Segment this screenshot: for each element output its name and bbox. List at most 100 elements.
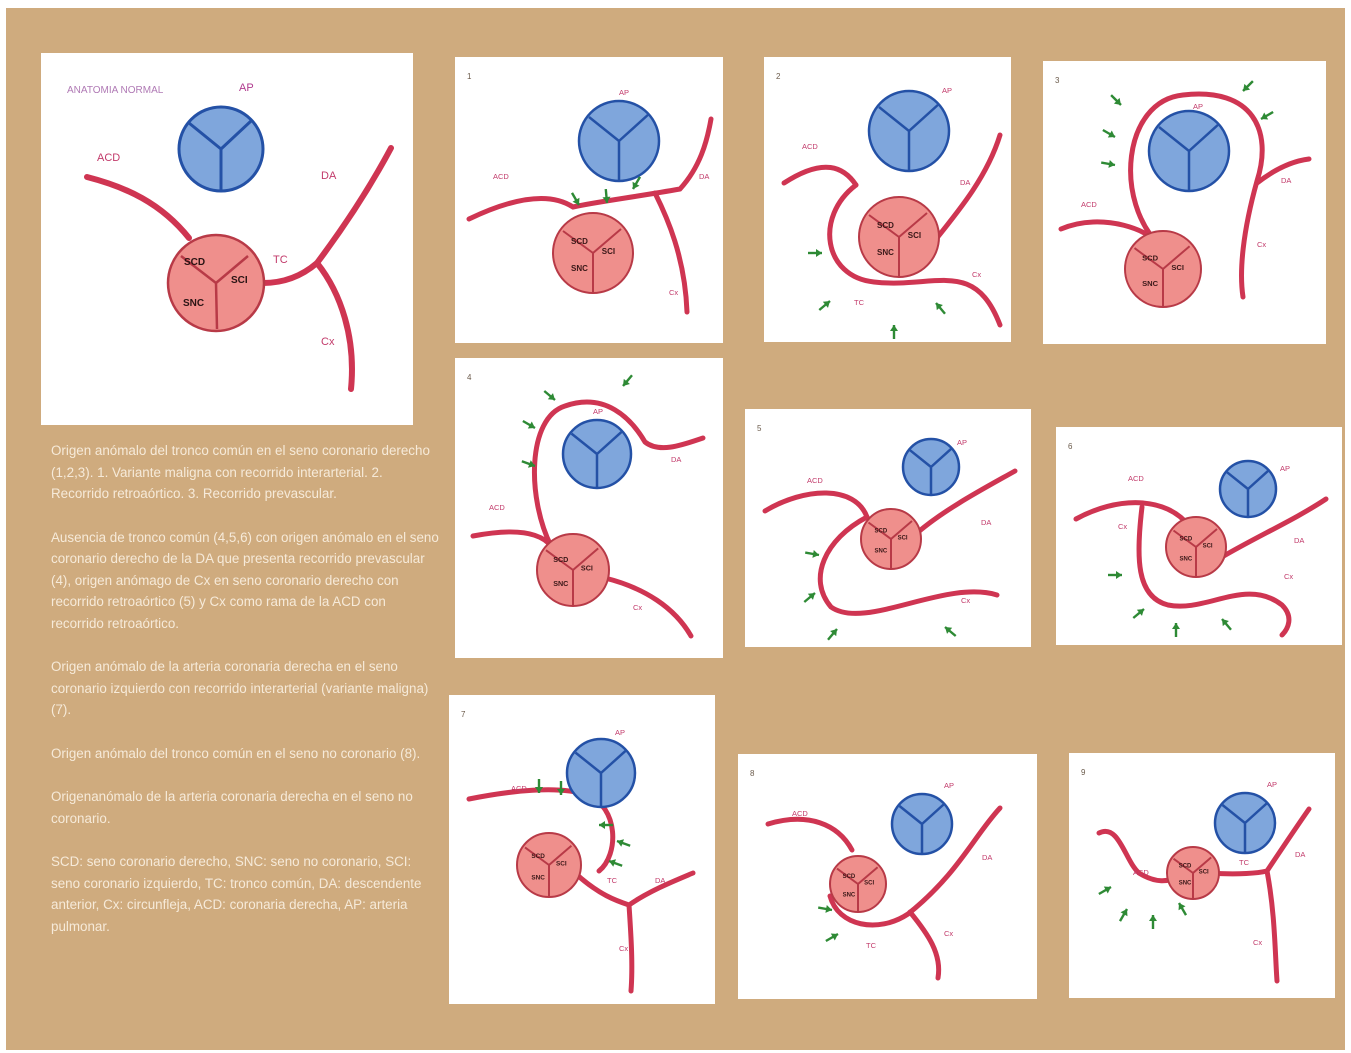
- label-acd: ACD: [493, 172, 509, 181]
- label-snc: SNC: [1179, 881, 1192, 887]
- label-da: DA: [982, 853, 992, 862]
- green-arrow-icon: [942, 624, 958, 639]
- label-ap: AP: [944, 781, 954, 790]
- green-arrow-icon: [1219, 616, 1234, 632]
- panel-variant-3: 3SCDSCISNCAPACDDACx: [1043, 61, 1326, 344]
- acd-course: [768, 819, 852, 850]
- label-scd: SCD: [1142, 254, 1159, 263]
- panel-number: 7: [461, 710, 466, 719]
- label-da: DA: [960, 178, 970, 187]
- label-acd: ACD: [489, 503, 505, 512]
- label-scd: SCD: [553, 555, 568, 564]
- pulmonary-valve: [179, 107, 263, 191]
- label-snc: SNC: [843, 893, 856, 899]
- panel-title: ANATOMIA NORMAL: [67, 85, 164, 96]
- caption-paragraph-3: Origen anómalo de la arteria coronaria d…: [51, 656, 441, 721]
- label-snc: SNC: [553, 579, 568, 588]
- panel-number: 9: [1081, 768, 1086, 777]
- tc-da-course: [575, 873, 693, 905]
- label-scd: SCD: [843, 874, 856, 880]
- green-arrow-icon: [890, 325, 898, 339]
- label-cx: Cx: [1253, 938, 1262, 947]
- green-arrow-icon: [616, 837, 632, 849]
- panel-number: 1: [467, 72, 472, 81]
- green-arrow-icon: [620, 373, 635, 389]
- aorta-valve: SCD SCI SNC: [168, 235, 264, 331]
- label-tc: TC: [866, 941, 877, 950]
- variant-3-diagram: 3SCDSCISNCAPACDDACx: [1043, 61, 1326, 344]
- label-cx: Cx: [972, 270, 981, 279]
- label-sci: SCI: [602, 247, 615, 256]
- label-cx: Cx: [1284, 572, 1293, 581]
- panel-number: 5: [757, 424, 762, 433]
- green-arrow-icon: [1108, 571, 1122, 579]
- label-ap: AP: [239, 82, 254, 94]
- label-da: DA: [1281, 176, 1291, 185]
- green-arrow-icon: [1097, 884, 1113, 898]
- panel-variant-4: 4SCDSCISNCAPACDDACx: [455, 358, 723, 658]
- green-arrow-icon: [1131, 606, 1147, 621]
- green-arrow-icon: [1101, 159, 1116, 169]
- variant-2-diagram: 2SCDSCISNCAPACDDATCCx: [764, 57, 1011, 342]
- panel-number: 6: [1068, 442, 1073, 451]
- label-sci: SCI: [581, 564, 593, 573]
- variant-9-diagram: 9SCDSCISNCAPACDDATCCx: [1069, 753, 1335, 998]
- acd-artery: [87, 177, 189, 238]
- label-acd: ACD: [1133, 868, 1149, 877]
- label-cx: Cx: [321, 336, 335, 348]
- caption-paragraph-5: Origenanómalo de la arteria coronaria de…: [51, 786, 441, 829]
- label-sci: SCI: [898, 536, 908, 542]
- cx-course: [605, 578, 691, 636]
- green-arrow-icon: [824, 931, 840, 945]
- label-da: DA: [671, 455, 681, 464]
- green-arrow-icon: [817, 298, 833, 313]
- green-arrow-icon: [805, 549, 820, 559]
- caption-legend: SCD: seno coronario derecho, SNC: seno n…: [51, 851, 441, 937]
- label-scd: SCD: [1179, 863, 1192, 869]
- label-snc: SNC: [571, 264, 588, 273]
- label-sci: SCI: [1203, 544, 1213, 550]
- label-acd: ACD: [807, 476, 823, 485]
- label-sci: SCI: [556, 861, 567, 868]
- label-ap: AP: [1280, 464, 1290, 473]
- green-arrow-icon: [542, 388, 558, 403]
- label-snc: SNC: [1180, 557, 1193, 563]
- green-arrow-icon: [933, 300, 948, 316]
- label-scd: SCD: [877, 221, 894, 230]
- green-arrow-icon: [1172, 623, 1180, 637]
- label-snc: SNC: [877, 248, 894, 257]
- figure-board: ANATOMIA NORMAL SCD SCI SNC AP ACD DA TC…: [6, 8, 1345, 1050]
- label-da: DA: [981, 518, 991, 527]
- tc-trunk: [263, 263, 317, 283]
- acd-course: [765, 493, 867, 517]
- panel-number: 8: [750, 769, 755, 778]
- label-cx: Cx: [1118, 522, 1127, 531]
- variant-5-diagram: 5SCDSCISNCAPACDDACx: [745, 409, 1031, 647]
- green-arrow-icon: [1149, 915, 1157, 929]
- label-ap: AP: [1193, 102, 1203, 111]
- label-cx: Cx: [619, 944, 628, 953]
- label-sci: SCI: [231, 275, 248, 286]
- label-sci: SCI: [1199, 870, 1209, 876]
- label-snc: SNC: [183, 298, 204, 309]
- label-ap: AP: [593, 407, 603, 416]
- variant-6-diagram: 6SCDSCISNCAPACDDACxCx: [1056, 427, 1342, 645]
- label-snc: SNC: [1142, 279, 1159, 288]
- label-sci: SCI: [1171, 263, 1184, 272]
- label-scd: SCD: [184, 257, 205, 268]
- panel-number: 4: [467, 373, 472, 382]
- label-da: DA: [1295, 850, 1305, 859]
- label-da: DA: [655, 876, 665, 885]
- label-da: DA: [1294, 536, 1304, 545]
- cx-course: [629, 905, 632, 991]
- caption-paragraph-4: Origen anómalo del tronco común en el se…: [51, 743, 441, 765]
- da-artery: [317, 148, 391, 263]
- label-scd: SCD: [875, 528, 888, 534]
- label-acd: ACD: [97, 152, 120, 164]
- green-arrow-icon: [1108, 92, 1124, 108]
- label-cx: Cx: [944, 929, 953, 938]
